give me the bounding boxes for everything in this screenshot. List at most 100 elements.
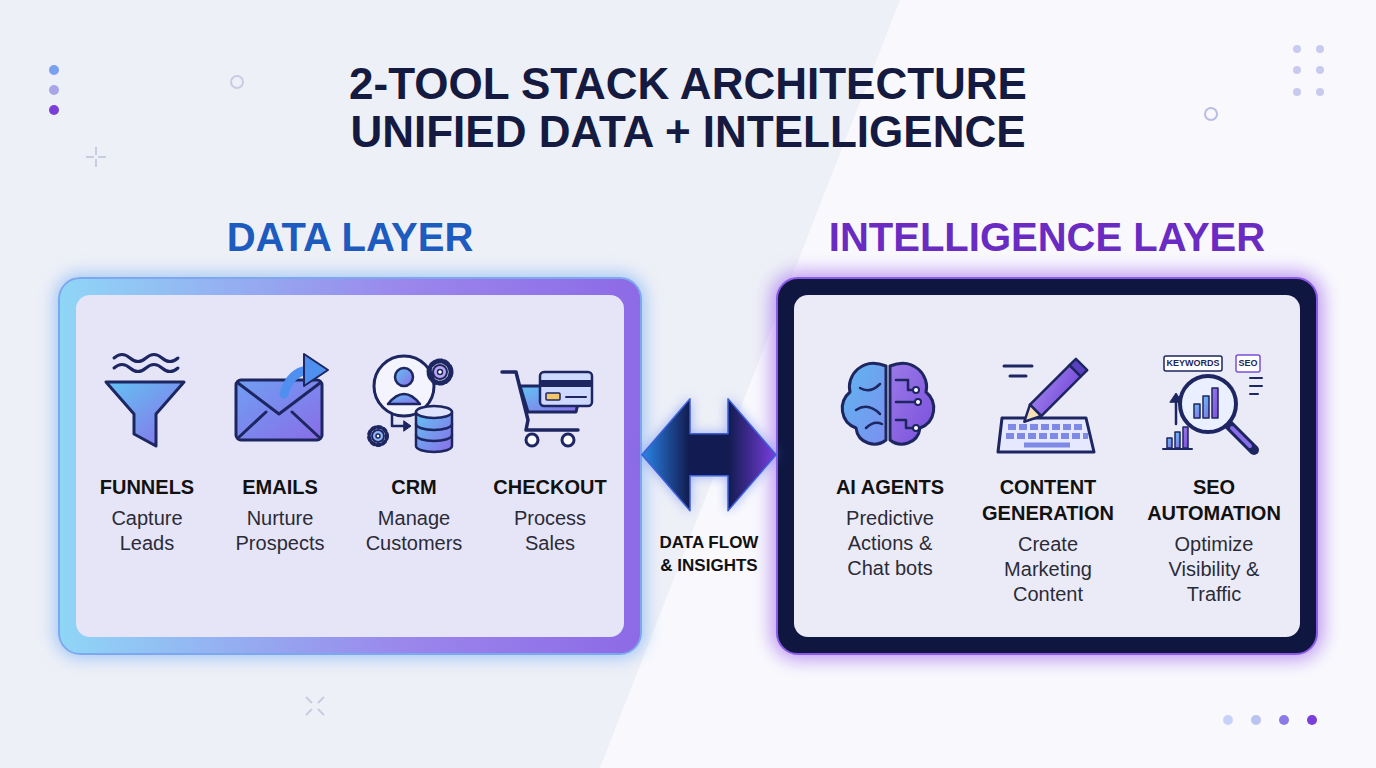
decor-dots [1223,715,1233,725]
crm-icon [392,414,404,426]
funnel-icon [114,355,178,362]
seo-icon [1164,356,1222,371]
cart-icon [520,386,582,412]
cart-icon [541,380,591,387]
brain-icon [890,363,934,444]
cart-icon [546,393,560,400]
crm-icon [433,365,447,379]
component-description: Create Marketing Content [989,532,1107,607]
component-item: CRM Manage Customers [344,474,484,556]
layer-box: DATA LAYERFUNNELSCapture LeadsEMAILSNurt… [58,277,642,655]
decor-dots [49,105,59,115]
crm-icon [374,356,434,416]
content-icon [1024,443,1070,448]
component-item: CHECKOUT Process Sales [480,474,620,556]
flow-label: DATA FLOW & INSIGHTS [654,531,764,577]
component-title: EMAILS [210,474,350,500]
crm-icon [404,421,411,431]
content-icon [1008,424,1084,430]
decor-dots [1279,715,1289,725]
double-arrow [642,399,776,511]
component-description: Manage Customers [355,506,473,556]
component-title: CONTENT GENERATION [973,474,1123,526]
brain-icon [913,425,919,431]
decor-dots [1307,715,1317,725]
decor-dots [49,65,59,75]
decor-dots [49,45,1324,725]
decor-dots [1293,45,1301,53]
decor-dots [1251,715,1261,725]
seo-icon [1212,388,1218,418]
content-icon [998,418,1094,452]
component-title: CHECKOUT [480,474,620,500]
component-title: FUNNELS [77,474,217,500]
component-item: FUNNELS Capture Leads [77,474,217,556]
component-description: Nurture Prospects [221,506,339,556]
email-icon [236,380,322,440]
pencil-icon [1019,405,1042,428]
crm-icon [369,427,387,445]
decor-dots [231,76,243,88]
crm-icon [395,368,413,386]
crm-icon [369,356,452,452]
pencil-icon [1019,359,1088,428]
brain-icon [913,387,919,393]
cart-icon [502,372,578,430]
seo-icon [1170,393,1182,402]
email-icon [238,383,320,414]
seo-icon [1194,404,1200,418]
seo-icon [1250,378,1262,394]
seo-icon [1163,355,1262,450]
decor-dots [306,697,324,715]
crm-icon [388,394,420,404]
crm-icon [416,406,452,418]
email-icon [236,354,328,440]
component-title: CRM [344,474,484,500]
icon-text: KEYWORDS [1164,356,1222,371]
decor-dots [1293,66,1301,74]
component-title: SEO AUTOMATION [1139,474,1289,526]
pencil-icon [1070,359,1088,377]
decor-dots [1316,88,1324,96]
content-icon [1004,366,1032,376]
seo-icon [1167,438,1172,448]
layer-box: INTELLIGENCE LAYERAI AGENTSPredictive Ac… [776,277,1318,655]
content-icon [1006,433,1088,439]
crm-icon [416,424,452,441]
layer-heading: INTELLIGENCE LAYER [718,213,1376,261]
brain-icon [915,399,921,405]
decor-dots [49,85,59,95]
component-description: Predictive Actions & Chat bots [831,506,949,581]
seo-icon [1232,428,1250,446]
brain-icon [856,384,882,428]
seo-icon [1203,396,1209,418]
cart-icon [562,434,574,446]
email-icon [238,412,320,438]
seo-icon [1183,427,1188,448]
funnel-icon [106,382,184,446]
layer-heading: DATA LAYER [0,213,700,261]
component-title: AI AGENTS [815,474,965,500]
crm-icon [376,434,380,438]
content-icon [998,359,1094,452]
decor-dots [1293,88,1301,96]
component-item: CONTENT GENERATION Create Marketing Conte… [973,474,1123,607]
component-description: Process Sales [491,506,609,556]
component-description: Capture Leads [88,506,206,556]
crm-icon [416,412,452,452]
decor-dots [1205,108,1217,120]
component-item: SEO AUTOMATION Optimize Visibility & Traf… [1139,474,1289,607]
decor-dots [86,147,106,167]
component-description: Optimize Visibility & Traffic [1155,532,1273,607]
cart-icon [502,372,592,446]
decor-dots [1316,45,1324,53]
seo-icon [1163,448,1192,450]
component-item: EMAILS Nurture Prospects [210,474,350,556]
seo-icon [1228,424,1254,450]
funnel-icon [106,355,184,447]
brain-icon [842,363,886,444]
email-icon [304,354,328,386]
